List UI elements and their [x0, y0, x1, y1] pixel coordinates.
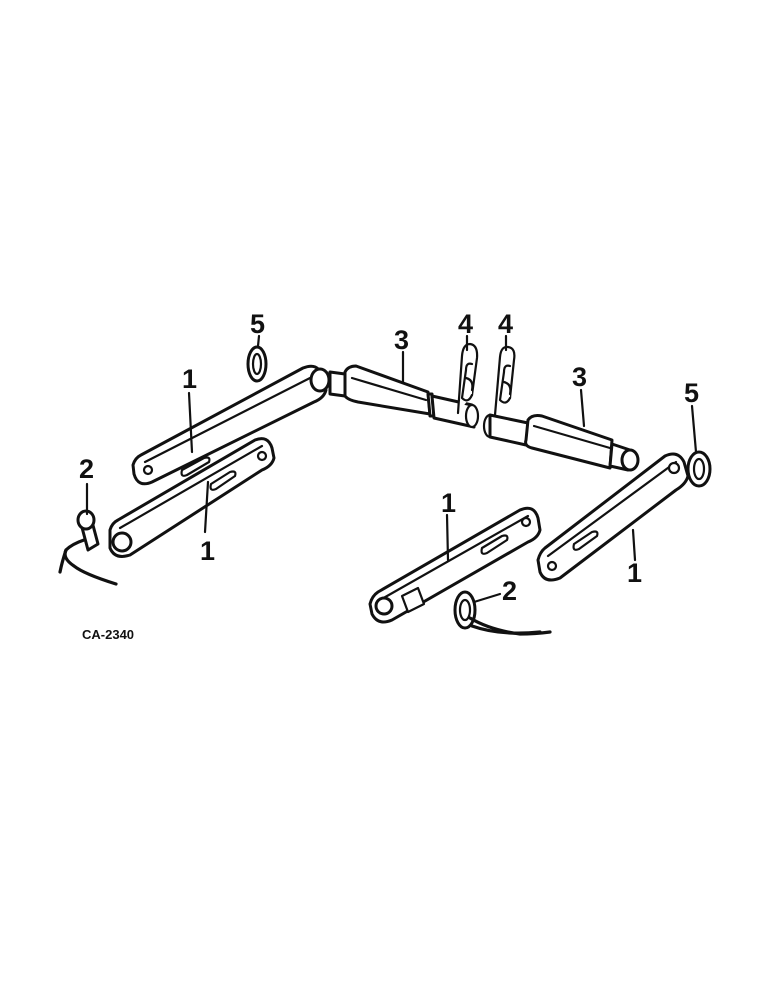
callout-1-right-upper: 1 [627, 558, 642, 588]
linch-pin-left [58, 509, 118, 586]
washer-left [246, 345, 268, 383]
link-bar-right-upper [536, 452, 690, 582]
pin-right [482, 413, 640, 472]
callout-3-right: 3 [572, 362, 587, 392]
callout-3-left: 3 [394, 325, 409, 355]
washer-right [686, 450, 712, 488]
callout-4-right: 4 [498, 309, 513, 339]
callout-4-left: 4 [458, 309, 473, 339]
hair-pin-clip-left [456, 342, 479, 415]
callout-2-left: 2 [79, 454, 94, 484]
hair-pin-clip-right [493, 345, 516, 417]
leader-lines [85, 334, 698, 604]
callout-5-left: 5 [250, 309, 265, 339]
callout-1-left-upper: 1 [182, 364, 197, 394]
callout-2-right: 2 [502, 576, 517, 606]
linch-pin-right [453, 590, 552, 636]
callout-1-left-lower: 1 [200, 536, 215, 566]
callout-1-right-lower: 1 [441, 488, 456, 518]
link-bar-right-lower [368, 506, 542, 624]
figure-code: CA-2340 [82, 627, 134, 642]
callout-5-right: 5 [684, 378, 699, 408]
pin-left [309, 364, 480, 429]
link-bar-left-lower [108, 437, 276, 558]
